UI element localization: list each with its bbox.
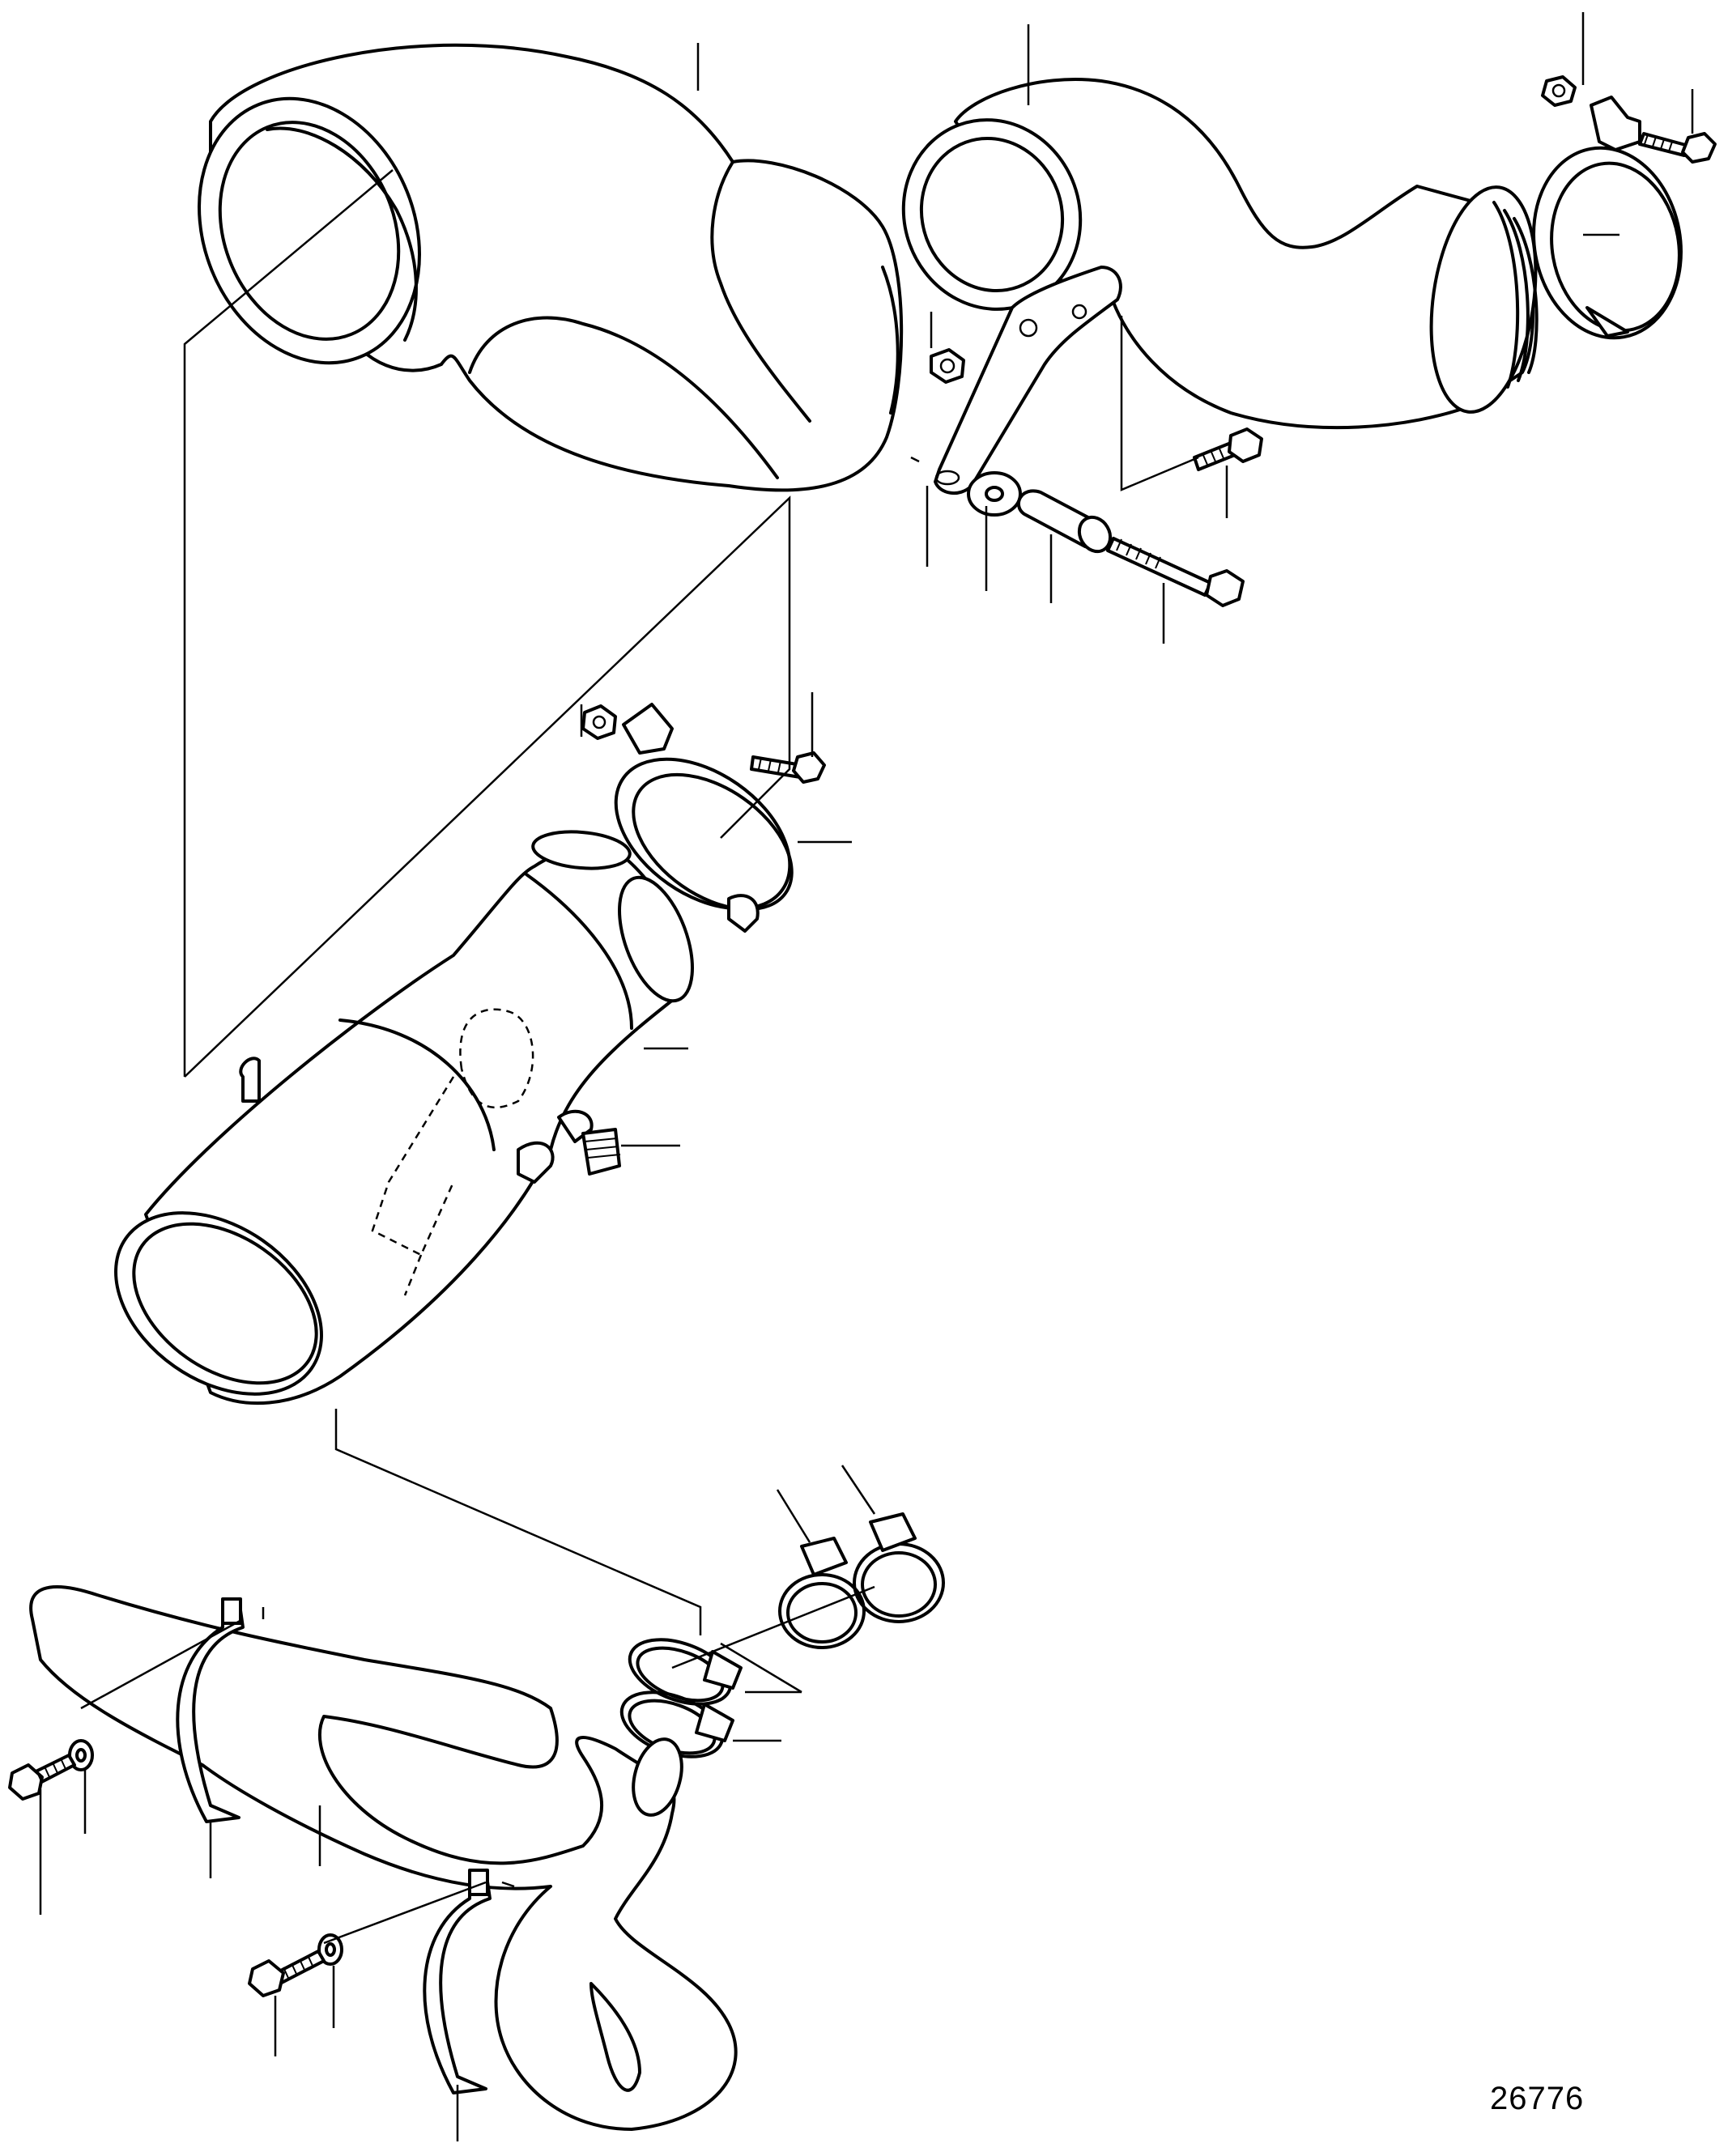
- exhaust-hose: [29, 1585, 738, 2131]
- hose-clamp-1: [778, 1537, 866, 1649]
- sensor-plug: [581, 1128, 621, 1176]
- bolt-left: [8, 1754, 76, 1801]
- nut-bracket: [930, 348, 965, 384]
- hose-clamp-2: [853, 1512, 945, 1623]
- leader-lines: [39, 12, 1694, 2141]
- v-band-clamp-top: [1532, 96, 1683, 340]
- washer-bracket: [967, 471, 1022, 517]
- nut-top-right: [1541, 75, 1577, 107]
- exhaust-elbow-pipe: [901, 78, 1539, 430]
- bolt-top-right: [1638, 132, 1717, 164]
- figure-number: 26776: [1490, 2081, 1585, 2116]
- mounting-bracket: [934, 266, 1122, 495]
- bolt-bottom: [248, 1950, 326, 1997]
- nut-middle: [581, 704, 617, 740]
- hose-support-clip-2: [423, 1869, 492, 2094]
- bolt-middle: [750, 751, 826, 784]
- spacer-sleeve: [1016, 489, 1113, 554]
- hose-support-clip-1: [176, 1597, 245, 1823]
- short-bolt: [1193, 427, 1263, 471]
- long-bolt: [1106, 537, 1245, 607]
- v-band-clamp-middle: [614, 703, 794, 933]
- large-exhaust-elbow: [198, 43, 904, 492]
- catalyst-pipe: [114, 830, 694, 1405]
